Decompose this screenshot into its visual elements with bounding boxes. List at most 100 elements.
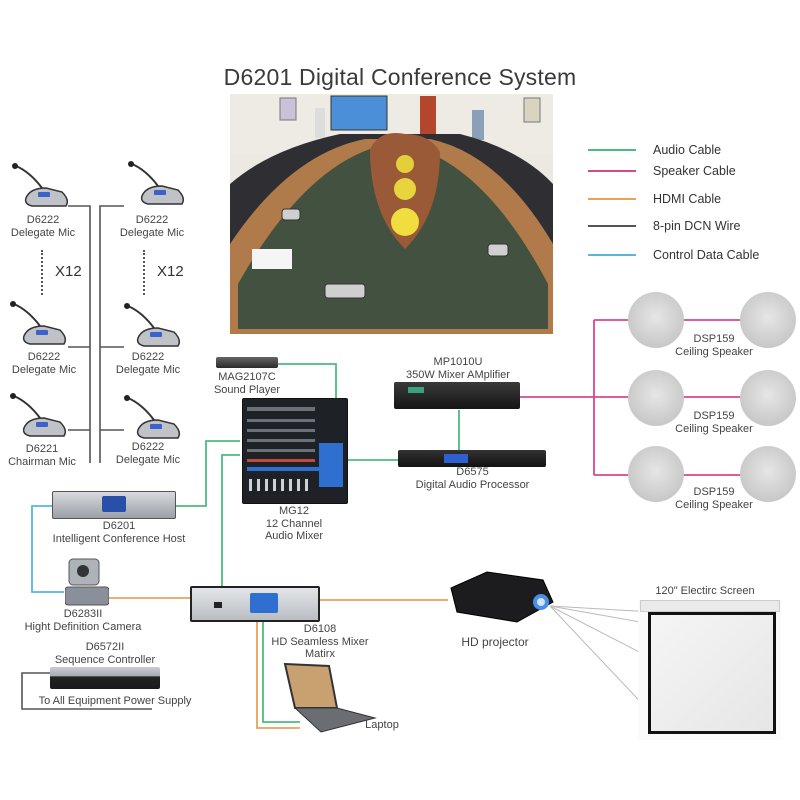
legend-item-hdmi-cable: HDMI Cable: [588, 192, 721, 206]
dcn-wire-left-trunk: [68, 205, 91, 463]
repeat-dots-left: [41, 250, 43, 295]
chairman-mic-icon: [8, 392, 68, 442]
device-name: Sound Player: [213, 383, 281, 396]
laptop-label: Laptop: [365, 719, 399, 731]
speaker-name: Ceiling Speaker: [675, 345, 753, 358]
mic-label-right-bottom: D6222 Delegate Mic: [108, 441, 188, 466]
projection-screen: [638, 600, 781, 740]
projector-label: HD projector: [461, 635, 529, 649]
speaker-name: Ceiling Speaker: [675, 422, 753, 435]
repeat-dots-right: [143, 250, 145, 295]
legend-label: Speaker Cable: [653, 164, 736, 178]
device-model: D6283II: [63, 608, 103, 620]
mic-label-right-mid: D6222 Delegate Mic: [108, 351, 188, 376]
processor-label: D6575 Digital Audio Processor: [400, 466, 545, 491]
legend-label: 8-pin DCN Wire: [653, 219, 741, 233]
device-name: 12 Channel: [265, 517, 323, 530]
audio-cables: [173, 363, 460, 723]
mic-name: Delegate Mic: [11, 363, 77, 376]
ceiling-speaker-icon: [740, 446, 796, 502]
mic-name: Delegate Mic: [119, 226, 185, 239]
speaker-label-3: DSP159 Ceiling Speaker: [664, 486, 764, 511]
device-name-line2: Matirx: [305, 648, 335, 660]
hdmi-cables: [108, 597, 448, 729]
mic-model: D6222: [27, 351, 61, 363]
person-right: [472, 110, 484, 140]
legend-item-dcn-wire: 8-pin DCN Wire: [588, 219, 741, 233]
audio-mixer-device: [242, 398, 348, 504]
speaker-label-1: DSP159 Ceiling Speaker: [664, 333, 764, 358]
legend-label: HDMI Cable: [653, 192, 722, 206]
sound-player-label: MAG2107C Sound Player: [212, 371, 282, 396]
device-name: 350W Mixer AMplifier: [406, 368, 510, 381]
legend-item-control-data-cable: Control Data Cable: [588, 248, 759, 262]
processor-device: [398, 450, 546, 467]
multiplier-label-left: X12: [55, 263, 82, 280]
screen-surface: [648, 612, 776, 734]
mic-model: D6221: [25, 443, 59, 455]
projector-icon: [447, 568, 557, 624]
device-name: Sequence Controller: [54, 653, 156, 666]
device-name: HD Seamless Mixer: [271, 635, 369, 648]
conference-host-label: D6201 Intelligent Conference Host: [34, 520, 204, 545]
conference-room-photo: [230, 94, 553, 334]
photo-paper: [252, 249, 292, 269]
mic-label-left-mid: D6222 Delegate Mic: [4, 351, 84, 376]
delegate-mic-icon: [8, 300, 68, 350]
person-left: [315, 108, 325, 138]
matrix-panel: [250, 593, 278, 613]
amp-display: [408, 387, 424, 393]
audio-cable-laptop: [262, 622, 300, 723]
hd-matrix-device: [190, 586, 320, 622]
amplifier-device: [394, 382, 520, 409]
mic-label-left-bottom: D6221 Chairman Mic: [2, 443, 82, 468]
matrix-label: D6108 HD Seamless Mixer Matirx: [260, 623, 380, 661]
ceiling-speaker-icon: [740, 370, 796, 426]
legend-swatch: [588, 170, 636, 172]
device-name-line2: Audio Mixer: [264, 530, 324, 542]
delegate-mic-icon: [122, 394, 182, 444]
device-model: MP1010U: [433, 356, 483, 368]
flower-arrangement: [391, 208, 419, 236]
audio-cable-matrix-mixer: [221, 454, 240, 595]
ceiling-speaker-icon: [628, 370, 684, 426]
amplifier-label: MP1010U 350W Mixer AMplifier: [392, 356, 524, 381]
device-model: D6575: [456, 466, 489, 478]
legend-swatch: [588, 149, 636, 151]
legend-label: Control Data Cable: [653, 248, 760, 262]
mic-name: Delegate Mic: [115, 453, 181, 466]
legend-swatch: [588, 198, 636, 200]
legend-label: Audio Cable: [653, 143, 722, 157]
power-wire: [21, 672, 152, 710]
device-name: Intelligent Conference Host: [52, 532, 186, 545]
conference-room-illustration: [230, 94, 553, 334]
laptop-icon: [277, 662, 377, 734]
legend-swatch: [588, 254, 636, 256]
control-cables: [31, 505, 64, 593]
sequencer-label: D6572II Sequence Controller: [45, 641, 165, 666]
diagram-title: D6201 Digital Conference System: [223, 64, 577, 90]
photo-mic-front: [324, 283, 366, 299]
mic-label-right-top: D6222 Delegate Mic: [112, 214, 192, 239]
mic-model: D6222: [131, 351, 165, 363]
speaker-label-2: DSP159 Ceiling Speaker: [664, 410, 764, 435]
speaker-model: DSP159: [693, 333, 735, 345]
mic-model: D6222: [135, 214, 169, 226]
audio-cable-player-mixer: [278, 363, 337, 398]
screen-label: 120" Electirc Screen: [655, 585, 755, 597]
wall-frame-left: [279, 97, 297, 121]
device-model: D6572II: [85, 641, 125, 653]
hdmi-cable-laptop: [256, 622, 300, 729]
mic-name: Delegate Mic: [115, 363, 181, 376]
speaker-model: DSP159: [693, 410, 735, 422]
sequencer-device: [50, 667, 160, 689]
device-model: MG12: [279, 505, 309, 517]
delegate-mic-icon: [122, 302, 182, 352]
device-model: D6108: [303, 623, 337, 635]
mic-name: Chairman Mic: [8, 455, 76, 468]
speaker-cables: [520, 319, 742, 476]
control-cable-host-camera: [31, 505, 64, 593]
dcn-wires: [21, 205, 152, 710]
device-name: Digital Audio Processor: [415, 478, 530, 491]
